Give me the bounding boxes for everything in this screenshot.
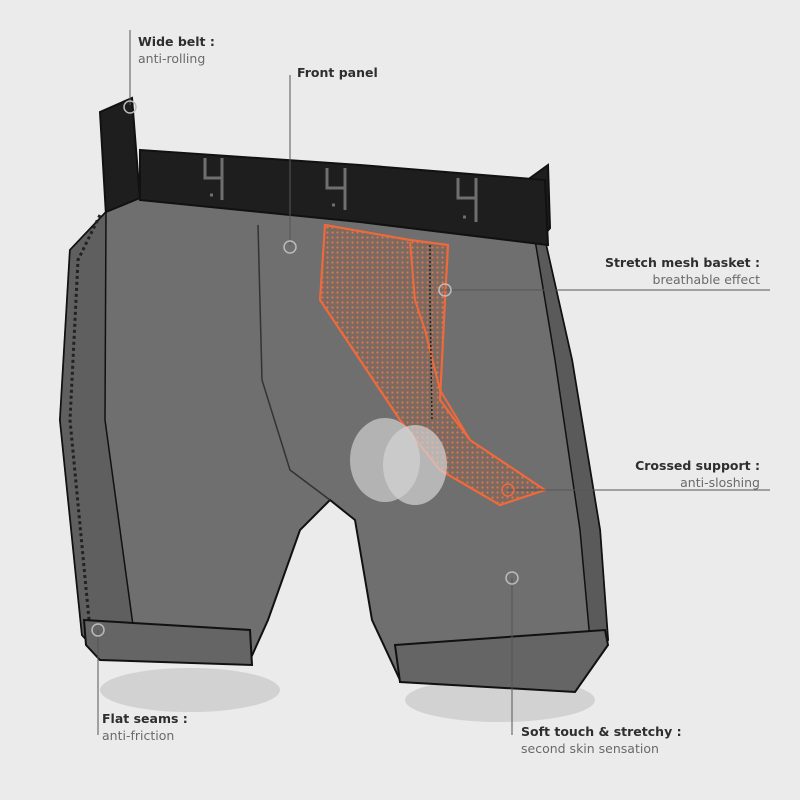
left-cuff	[82, 618, 254, 667]
callout-subtitle: anti-friction	[102, 728, 175, 743]
callout-subtitle: anti-rolling	[138, 51, 206, 66]
callout-front-panel: Front panel	[297, 64, 378, 81]
callout-subtitle: second skin sensation	[521, 741, 659, 756]
callout-dots	[91, 100, 519, 637]
callout-title: Stretch mesh basket :	[604, 255, 760, 270]
shadow-left	[100, 668, 280, 712]
front-seam	[257, 224, 331, 501]
callout-title: Crossed support :	[635, 458, 760, 473]
back-belt	[98, 96, 142, 217]
callout-lines	[97, 30, 770, 735]
crossed-support	[409, 241, 471, 441]
callout-subtitle: breathable effect	[652, 272, 760, 287]
callout-flat-seams: Flat seams : anti-friction	[102, 710, 188, 744]
callout-title: Soft touch & stretchy :	[521, 724, 682, 739]
callout-title: Front panel	[297, 65, 378, 80]
flat-seam	[68, 214, 102, 631]
callout-title: Wide belt :	[138, 34, 215, 49]
callout-wide-belt: Wide belt : anti-rolling	[138, 33, 215, 67]
right-cuff	[393, 628, 610, 694]
callout-soft-touch: Soft touch & stretchy : second skin sens…	[521, 723, 682, 757]
callout-crossed-support: Crossed support : anti-sloshing	[635, 457, 760, 491]
callout-subtitle: anti-sloshing	[680, 475, 760, 490]
pouch-shape	[383, 425, 447, 505]
callout-title: Flat seams :	[102, 711, 188, 726]
belt-logos	[203, 158, 478, 222]
callout-stretch-mesh: Stretch mesh basket : breathable effect	[605, 254, 760, 288]
